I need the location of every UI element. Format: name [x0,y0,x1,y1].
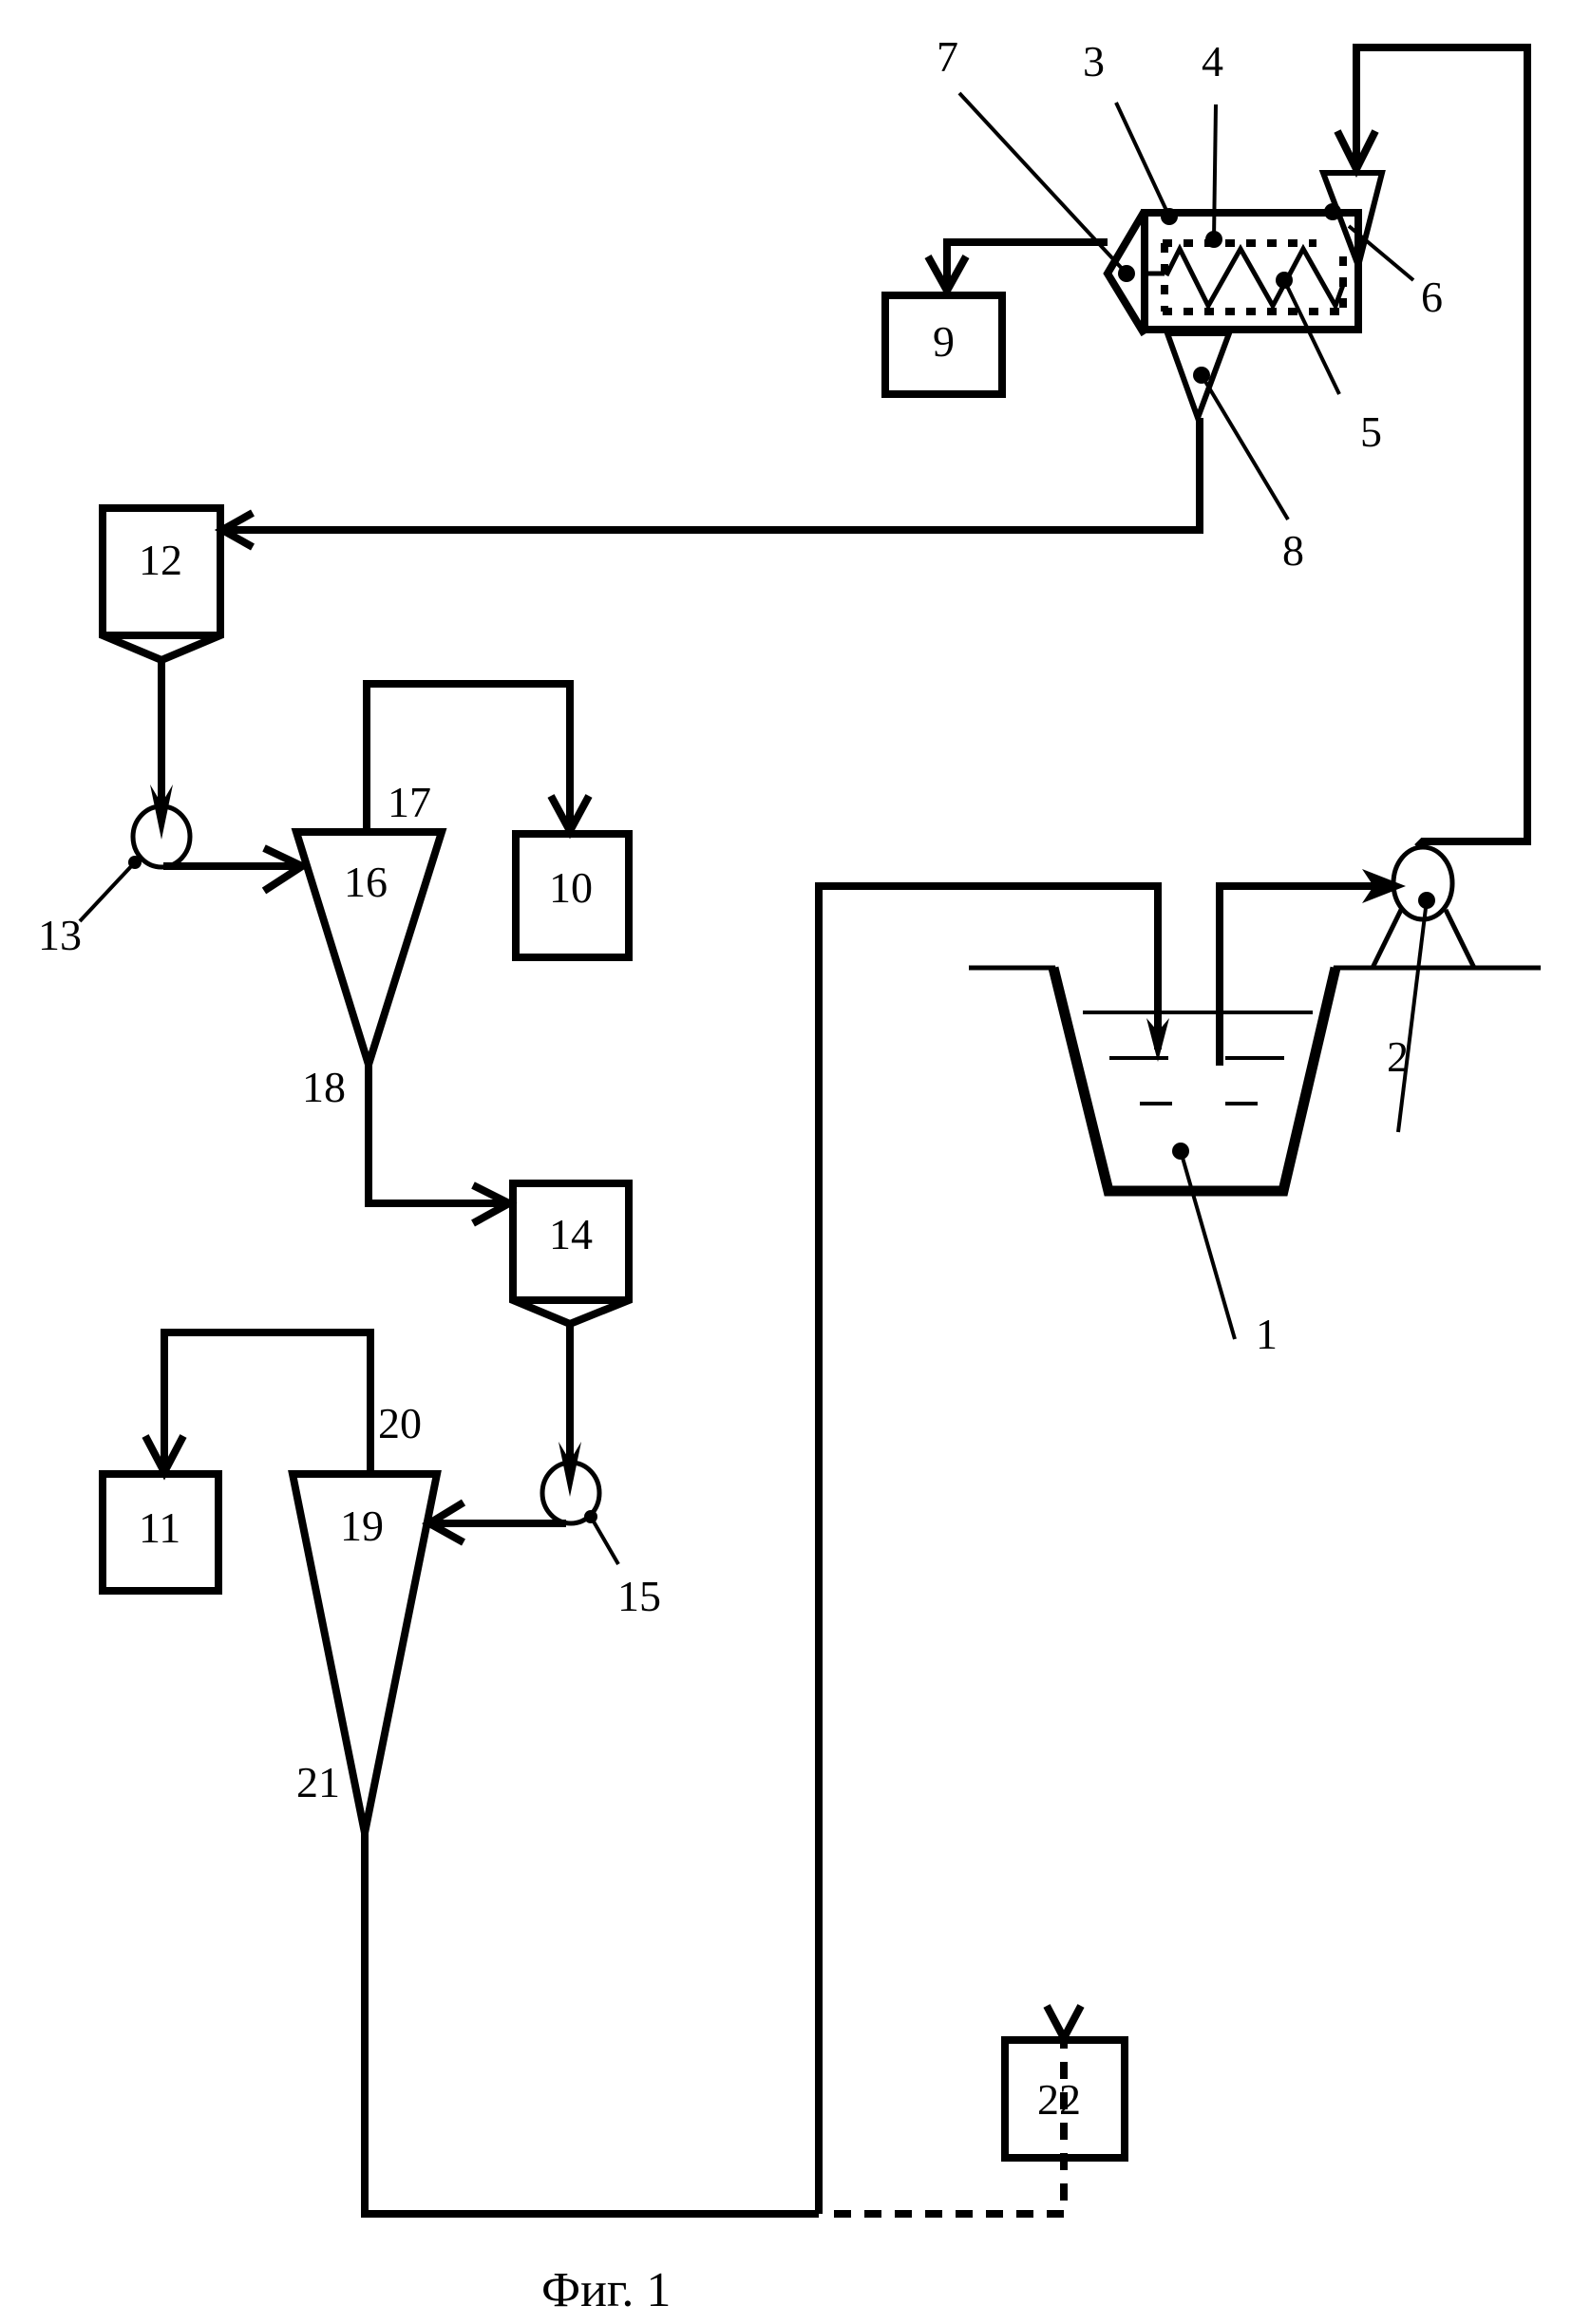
leader-line-7 [959,93,1127,274]
label-19: 19 [340,1502,384,1550]
label-20: 20 [378,1399,422,1447]
leader-line-15 [591,1517,618,1564]
line-18-to-14 [369,1065,509,1203]
label-1: 1 [1256,1310,1278,1358]
label-3: 3 [1083,37,1105,85]
leader-line-8 [1202,375,1288,520]
dashed-line-to-22 [834,2032,1064,2214]
pump-2-leg [1446,910,1474,968]
label-16: 16 [344,858,388,906]
arrow-icon [1047,2006,1081,2038]
label-17: 17 [388,778,431,826]
leader-line-13 [80,862,135,921]
leader-line-2 [1398,900,1427,1132]
label-15: 15 [617,1572,661,1620]
suction-line [1220,886,1394,1066]
line-8-to-12 [224,418,1200,530]
leader-line-3 [1116,103,1169,217]
screw-5 [1166,249,1343,306]
leader-line-4 [1214,104,1216,239]
label-18: 18 [302,1063,346,1111]
leader-dot [1324,203,1341,220]
label-8: 8 [1282,526,1304,575]
label-5: 5 [1360,407,1382,456]
figure-caption: Фиг. 1 [541,2263,671,2317]
label-13: 13 [38,911,82,959]
label-2: 2 [1387,1032,1409,1081]
label-11: 11 [139,1503,180,1552]
tank-1 [969,968,1541,1339]
return-line-to-tank [819,886,1158,2214]
label-12: 12 [139,536,182,584]
label-7: 7 [937,32,958,81]
leader-line-1 [1181,1151,1235,1339]
ground-line [969,968,1541,1191]
label-22: 22 [1037,2075,1081,2124]
label-14: 14 [549,1210,593,1258]
line-7-to-9 [947,242,1108,291]
label-9: 9 [933,317,955,366]
pump-2-leg [1373,910,1401,968]
label-21: 21 [296,1758,340,1806]
label-10: 10 [549,863,593,912]
pump-2-body [1393,847,1452,919]
tank-1-wall [1053,968,1335,1191]
label-4: 4 [1202,37,1223,85]
line-21-return [365,1833,819,2214]
line-20-to-11 [164,1332,370,1474]
screen-separator-3 [959,93,1413,520]
pump-2-discharge-line [1356,47,1527,847]
label-6: 6 [1421,273,1443,321]
